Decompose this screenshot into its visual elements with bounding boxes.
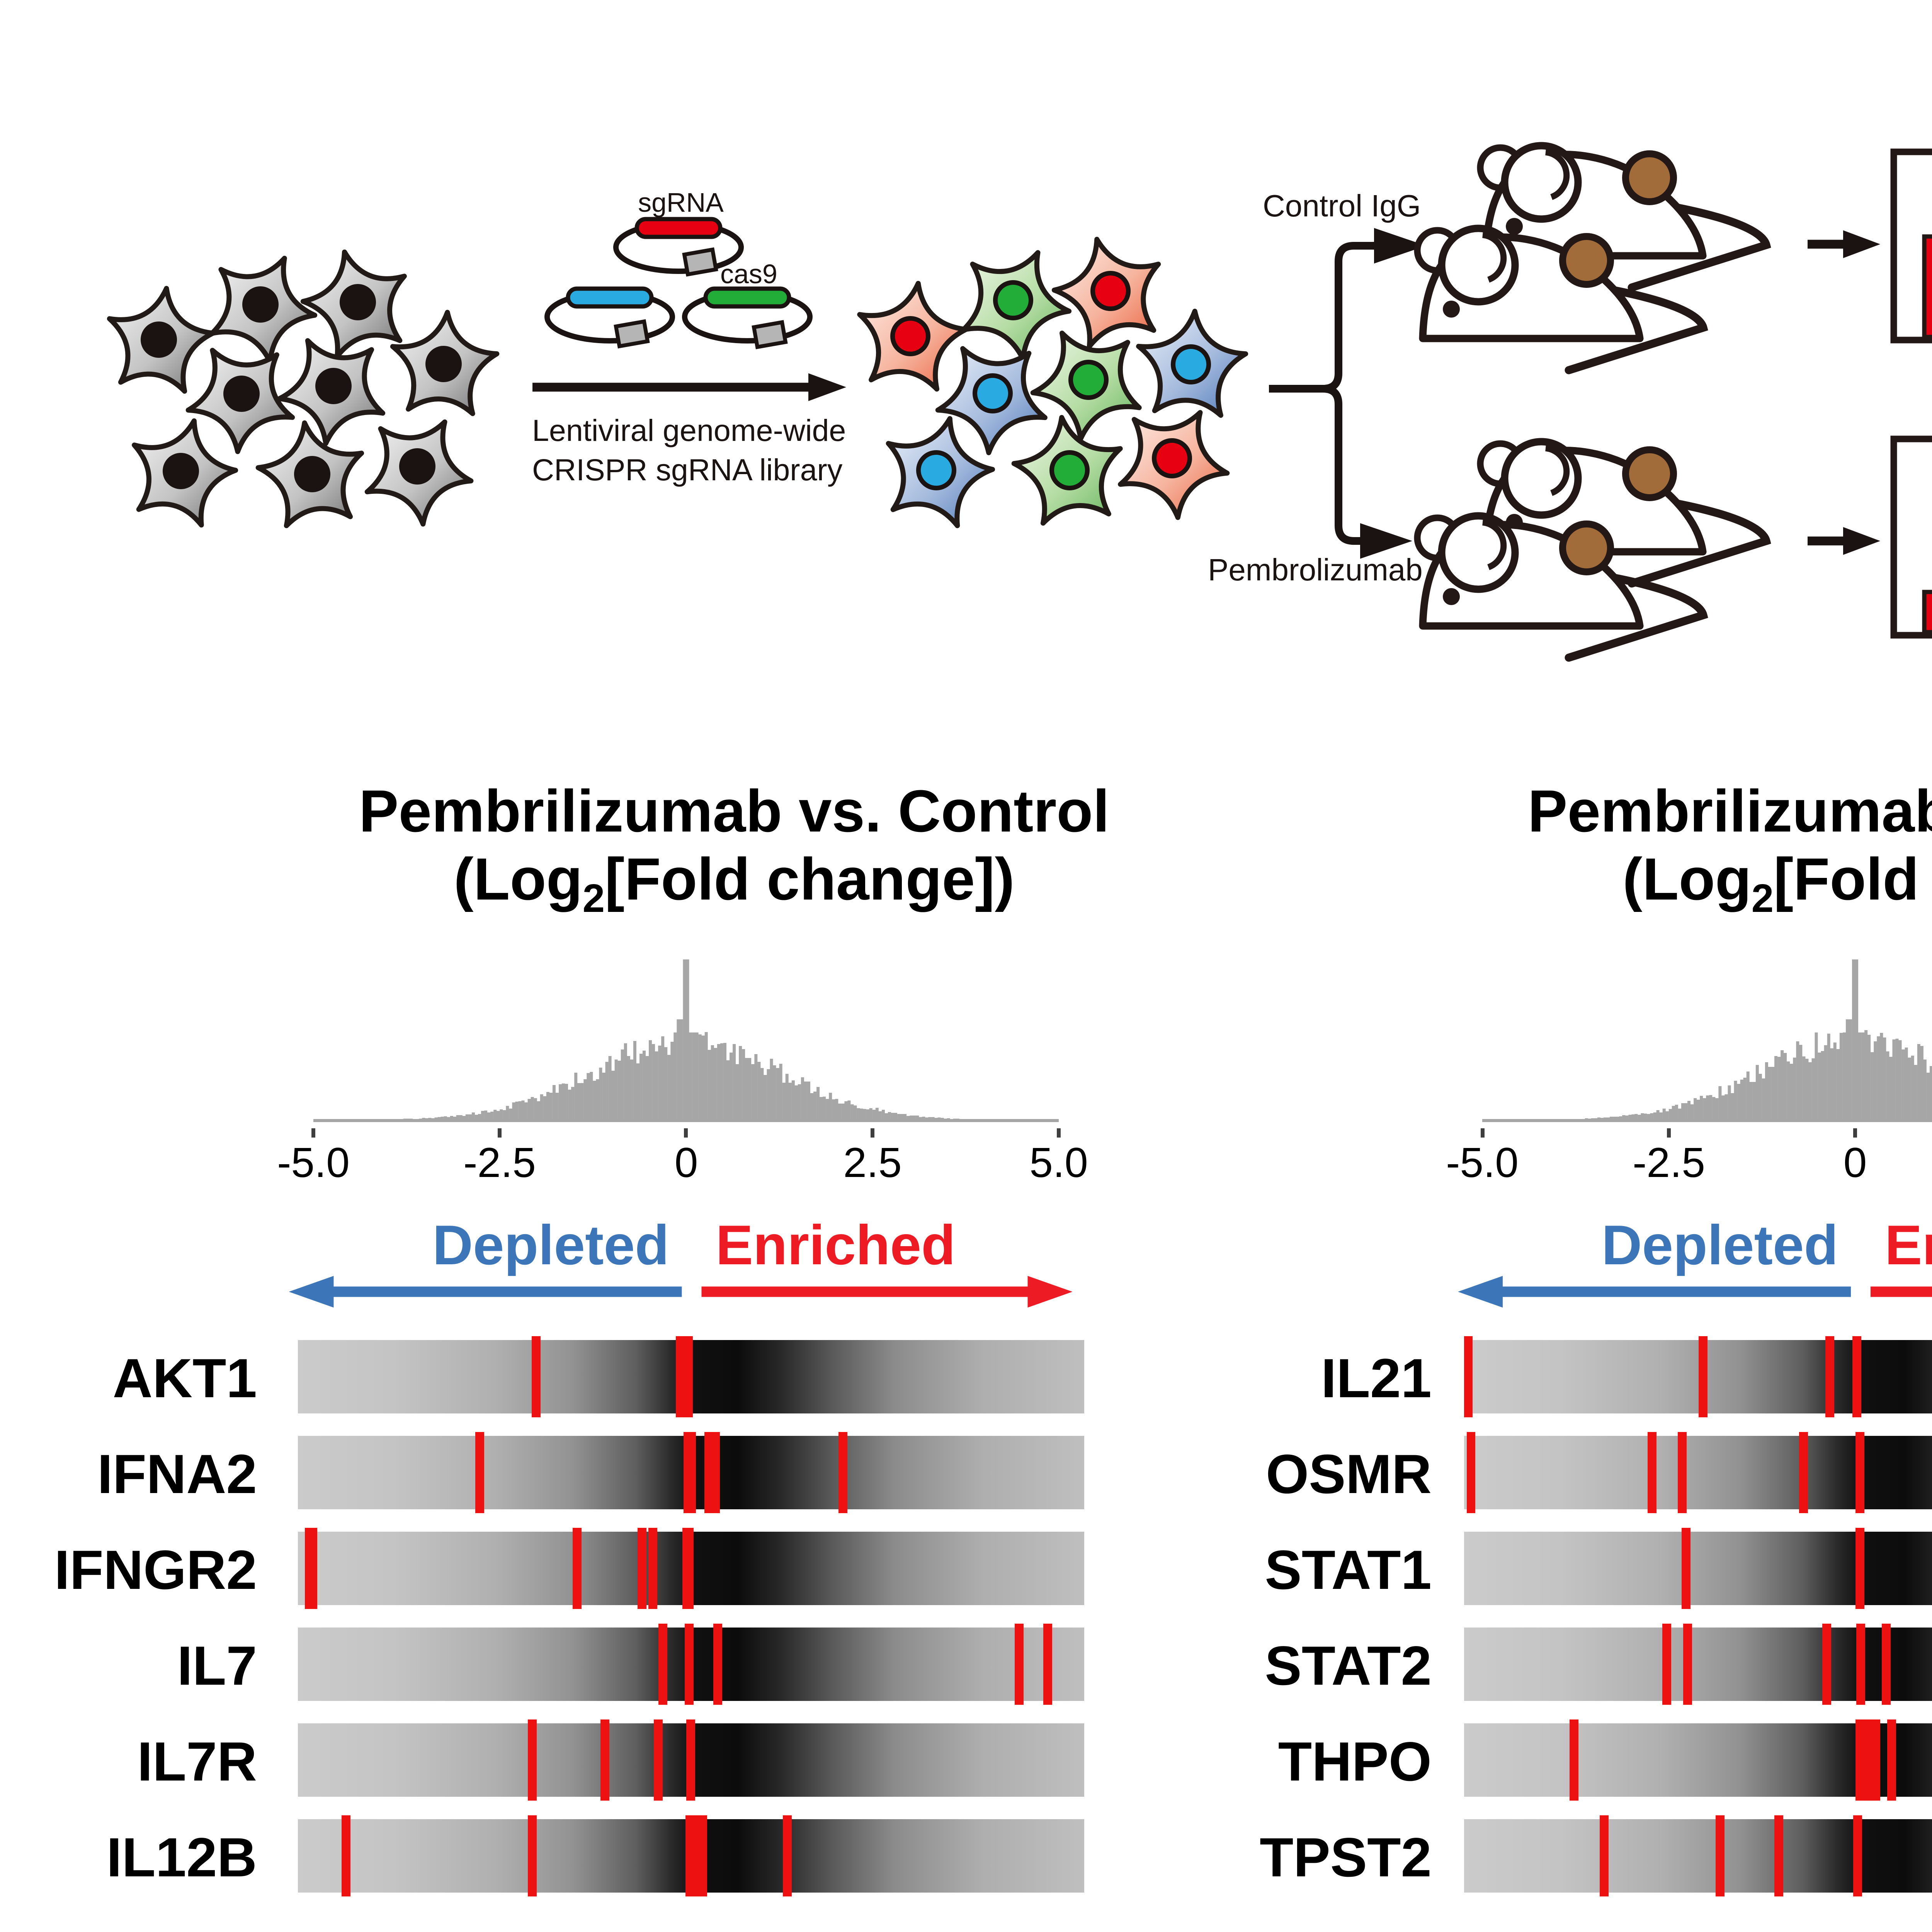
svg-text:Depleted: Depleted bbox=[1602, 1214, 1838, 1276]
svg-text:OSMR: OSMR bbox=[1266, 1444, 1432, 1505]
svg-text:Pembrilizumab vs. Control: Pembrilizumab vs. Control bbox=[359, 778, 1109, 844]
svg-text:0: 0 bbox=[1844, 1139, 1867, 1186]
svg-text:IL7: IL7 bbox=[177, 1635, 257, 1697]
svg-text:-2.5: -2.5 bbox=[463, 1139, 536, 1186]
svg-text:5.0: 5.0 bbox=[1029, 1139, 1088, 1186]
svg-text:Pembrilizumab vs. Control: Pembrilizumab vs. Control bbox=[1528, 778, 1932, 844]
svg-text:(Log2[Fold change]): (Log2[Fold change]) bbox=[454, 846, 1015, 920]
svg-text:IFNA2: IFNA2 bbox=[97, 1444, 257, 1505]
svg-text:IL21: IL21 bbox=[1321, 1348, 1432, 1409]
svg-text:Lentiviral genome-wide: Lentiviral genome-wide bbox=[532, 413, 846, 447]
svg-text:-2.5: -2.5 bbox=[1633, 1139, 1705, 1186]
svg-text:0: 0 bbox=[675, 1139, 698, 1186]
svg-text:AKT1: AKT1 bbox=[113, 1348, 257, 1409]
svg-text:cas9: cas9 bbox=[720, 259, 777, 289]
svg-text:-5.0: -5.0 bbox=[1446, 1139, 1519, 1186]
svg-text:Enriched: Enriched bbox=[1885, 1214, 1932, 1276]
svg-text:STAT1: STAT1 bbox=[1265, 1539, 1432, 1601]
svg-text:Depleted: Depleted bbox=[432, 1214, 669, 1276]
svg-text:IL12B: IL12B bbox=[107, 1827, 257, 1888]
svg-text:IFNGR2: IFNGR2 bbox=[54, 1539, 257, 1601]
svg-text:Pembrolizumab: Pembrolizumab bbox=[1208, 553, 1423, 587]
svg-text:(Log2[Fold change]): (Log2[Fold change]) bbox=[1622, 846, 1932, 920]
svg-text:IL7R: IL7R bbox=[137, 1731, 257, 1793]
svg-text:2.5: 2.5 bbox=[843, 1139, 902, 1186]
svg-text:STAT2: STAT2 bbox=[1265, 1635, 1432, 1697]
svg-text:Enriched: Enriched bbox=[716, 1214, 955, 1276]
svg-text:THPO: THPO bbox=[1278, 1731, 1432, 1793]
svg-text:sgRNA: sgRNA bbox=[638, 187, 724, 218]
svg-text:Control IgG: Control IgG bbox=[1263, 189, 1421, 223]
svg-text:CRISPR sgRNA library: CRISPR sgRNA library bbox=[532, 452, 843, 487]
svg-text:TPST2: TPST2 bbox=[1260, 1827, 1432, 1888]
svg-text:-5.0: -5.0 bbox=[277, 1139, 350, 1186]
